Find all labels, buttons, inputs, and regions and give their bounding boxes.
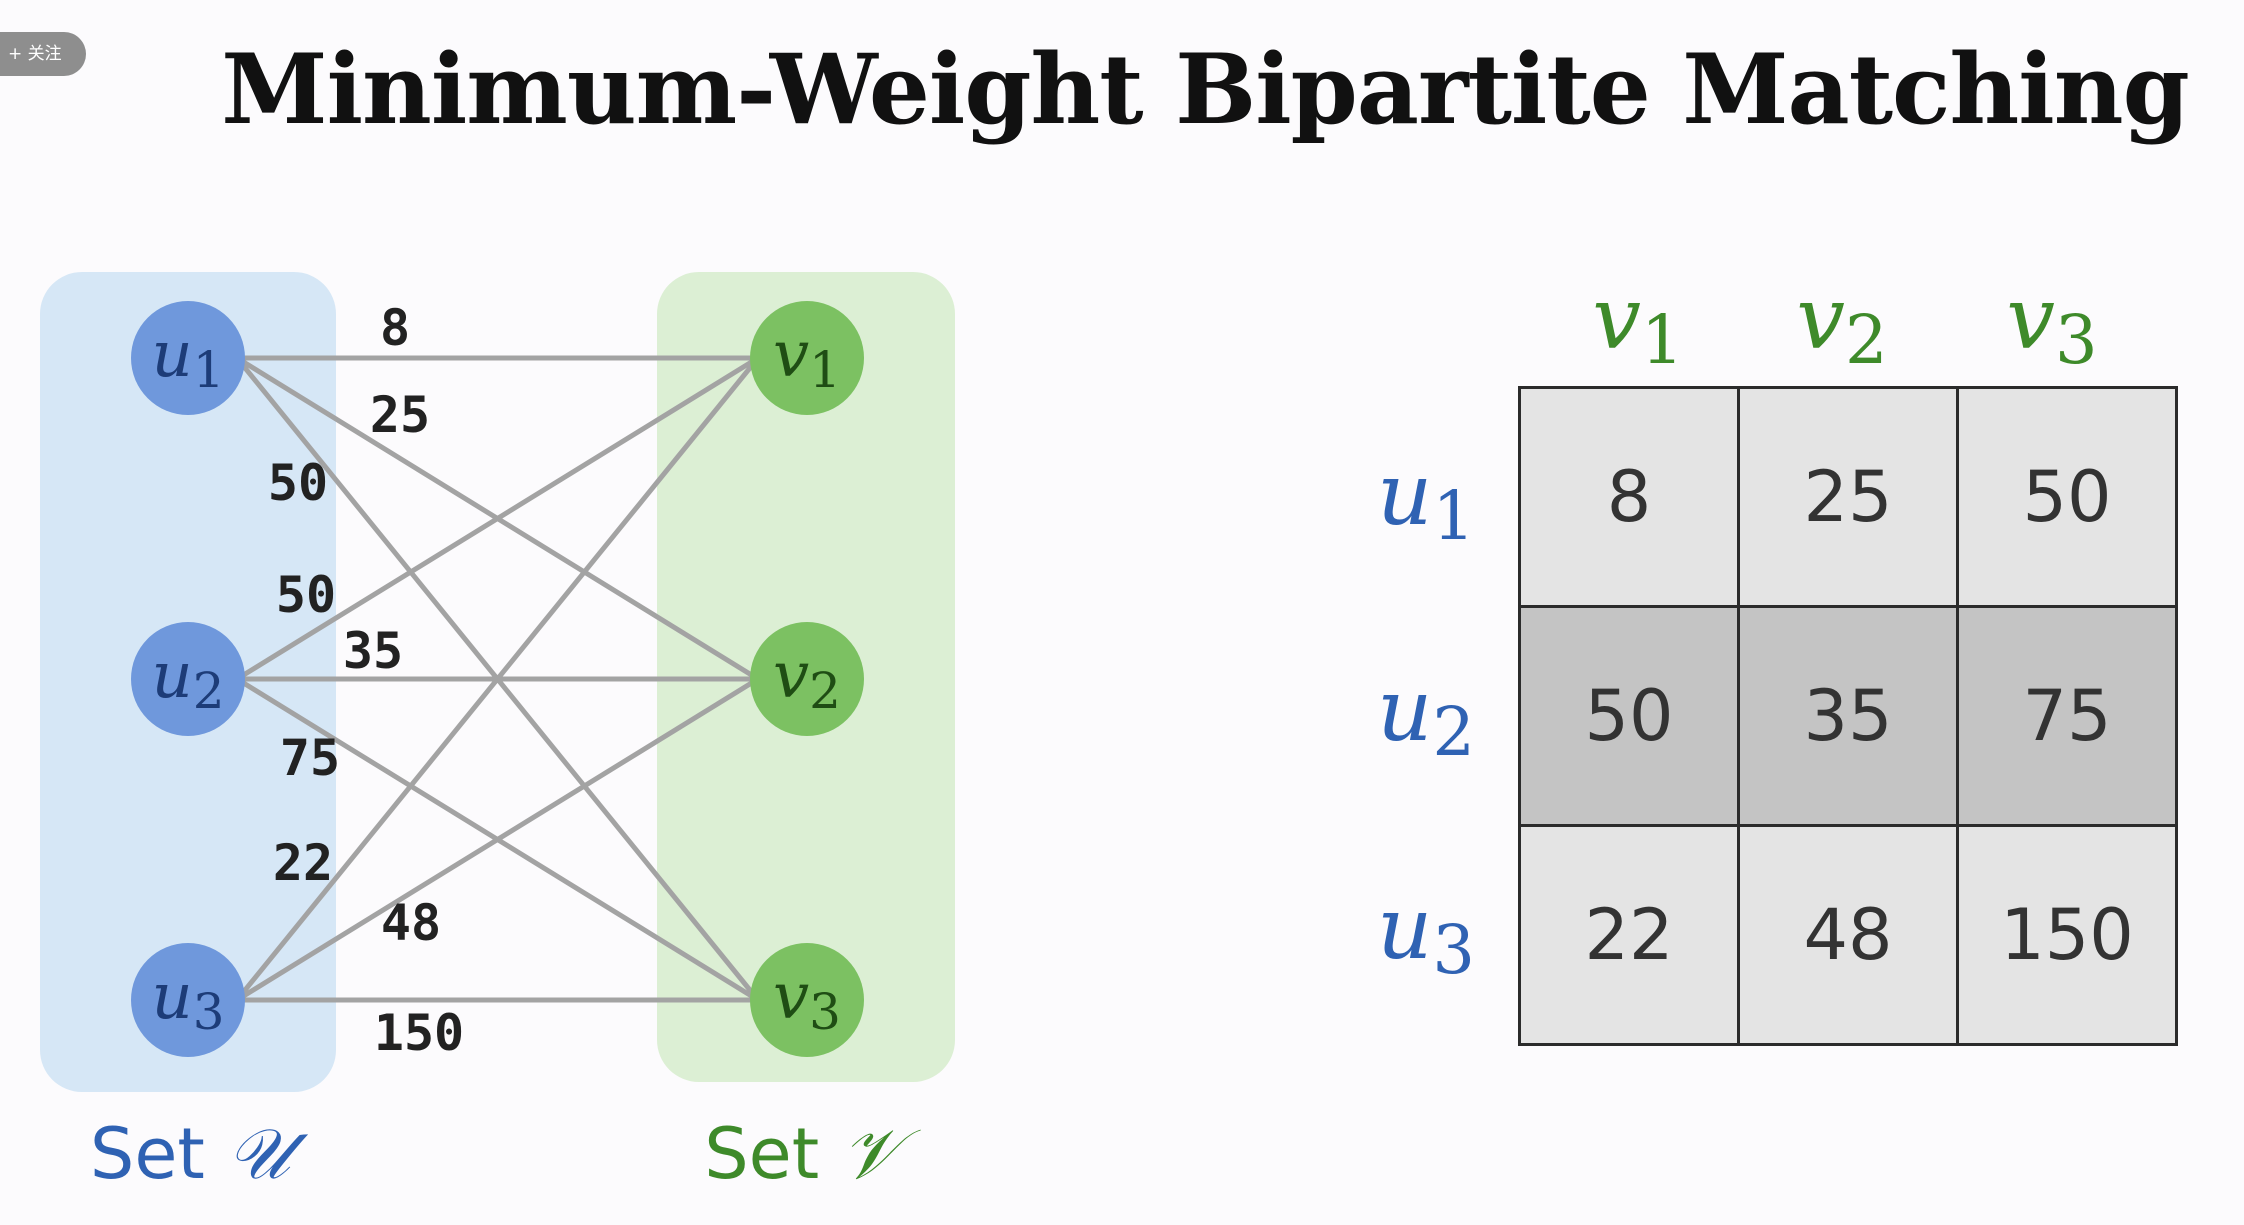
edge-weight-u1-v2: 25 xyxy=(370,386,430,444)
matrix-cell-u2-v3: 75 xyxy=(1956,605,2178,827)
matrix-cell-u2-v2: 35 xyxy=(1737,605,1959,827)
edge-weight-u3-v2: 48 xyxy=(381,894,441,952)
node-u2-label: u2 xyxy=(151,639,224,720)
follow-button[interactable]: + 关注 xyxy=(0,32,86,76)
node-v1-label: v1 xyxy=(773,318,841,399)
matrix-cell-u3-v3: 150 xyxy=(1956,824,2178,1046)
matrix-cell-u3-v2: 48 xyxy=(1737,824,1959,1046)
edge-u3-v1 xyxy=(235,356,760,1002)
node-u1 xyxy=(131,301,245,415)
node-v3 xyxy=(750,943,864,1057)
matrix-cell-u3-v1: 22 xyxy=(1518,824,1740,1046)
edge-weight-u1-v3: 50 xyxy=(268,454,328,512)
node-v2-label: v2 xyxy=(773,639,841,720)
node-v1 xyxy=(750,301,864,415)
set-v-label: Set 𝒱 xyxy=(704,1113,921,1195)
set-u-label: Set 𝒰 xyxy=(90,1113,308,1195)
node-u1-label: u1 xyxy=(151,318,224,399)
node-v3-label: v3 xyxy=(773,960,841,1041)
edge-weight-u3-v3: 150 xyxy=(374,1004,464,1062)
matrix-cell-u1-v3: 50 xyxy=(1956,386,2178,608)
edge-weight-u1-v1: 8 xyxy=(380,299,410,357)
node-u3-label: u3 xyxy=(151,960,224,1041)
page-title: Minimum-Weight Bipartite Matching xyxy=(221,33,2189,146)
node-v2 xyxy=(750,622,864,736)
edge-weight-u2-v3: 75 xyxy=(280,729,340,787)
edge-weight-u3-v1: 22 xyxy=(273,834,333,892)
matrix-cell-u2-v1: 50 xyxy=(1518,605,1740,827)
matrix-cell-u1-v1: 8 xyxy=(1518,386,1740,608)
node-u2 xyxy=(131,622,245,736)
matrix-cell-u1-v2: 25 xyxy=(1737,386,1959,608)
edge-weight-u2-v1: 50 xyxy=(276,566,336,624)
edge-u3-v2 xyxy=(235,676,760,1003)
edge-weight-u2-v2: 35 xyxy=(343,622,403,680)
node-u3 xyxy=(131,943,245,1057)
edge-u2-v1 xyxy=(235,355,760,682)
